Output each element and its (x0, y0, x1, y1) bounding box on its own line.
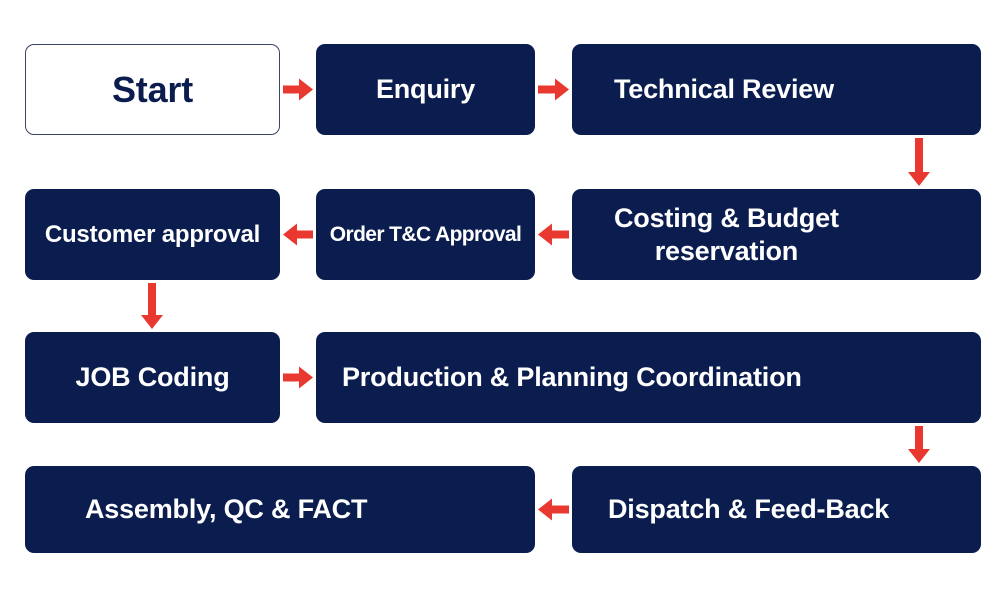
arrow-customer_approval-to-job_coding (141, 283, 163, 329)
arrow-order_approval-to-customer_approval (283, 223, 313, 246)
arrow-start-to-enquiry (283, 78, 313, 101)
arrow-enquiry-to-technical_review (538, 78, 569, 101)
dispatch-node: Dispatch & Feed-Back (572, 466, 981, 553)
enquiry-label: Enquiry (375, 74, 476, 105)
customer-approval-node: Customer approval (25, 189, 280, 280)
order-approval-label: Order T&C Approval (329, 222, 522, 246)
arrow-technical_review-to-costing (908, 138, 930, 186)
start-node: Start (25, 44, 280, 135)
start-label: Start (111, 68, 194, 110)
arrow-head (908, 172, 930, 186)
arrow-production-to-dispatch (908, 426, 930, 463)
costing-node: Costing & Budget reservation (572, 189, 981, 280)
arrow-head (908, 449, 930, 463)
arrow-head (283, 223, 297, 246)
production-label: Production & Planning Coordination (342, 362, 802, 393)
production-node: Production & Planning Coordination (316, 332, 981, 423)
arrow-head (299, 78, 313, 101)
order-approval-node: Order T&C Approval (316, 189, 535, 280)
arrow-head (538, 498, 552, 521)
assembly-label: Assembly, QC & FACT (85, 494, 368, 525)
costing-label: Costing & Budget reservation (614, 202, 839, 266)
technical-review-node: Technical Review (572, 44, 981, 135)
technical-review-label: Technical Review (614, 74, 834, 105)
enquiry-node: Enquiry (316, 44, 535, 135)
arrow-head (555, 78, 569, 101)
arrow-costing-to-order_approval (538, 223, 569, 246)
arrow-job_coding-to-production (283, 366, 313, 389)
dispatch-label: Dispatch & Feed-Back (608, 494, 890, 525)
assembly-node: Assembly, QC & FACT (25, 466, 535, 553)
arrow-head (299, 366, 313, 389)
arrow-dispatch-to-assembly (538, 498, 569, 521)
job-coding-node: JOB Coding (25, 332, 280, 423)
job-coding-label: JOB Coding (75, 362, 230, 393)
arrow-head (538, 223, 552, 246)
arrow-head (141, 315, 163, 329)
customer-approval-label: Customer approval (44, 220, 261, 248)
